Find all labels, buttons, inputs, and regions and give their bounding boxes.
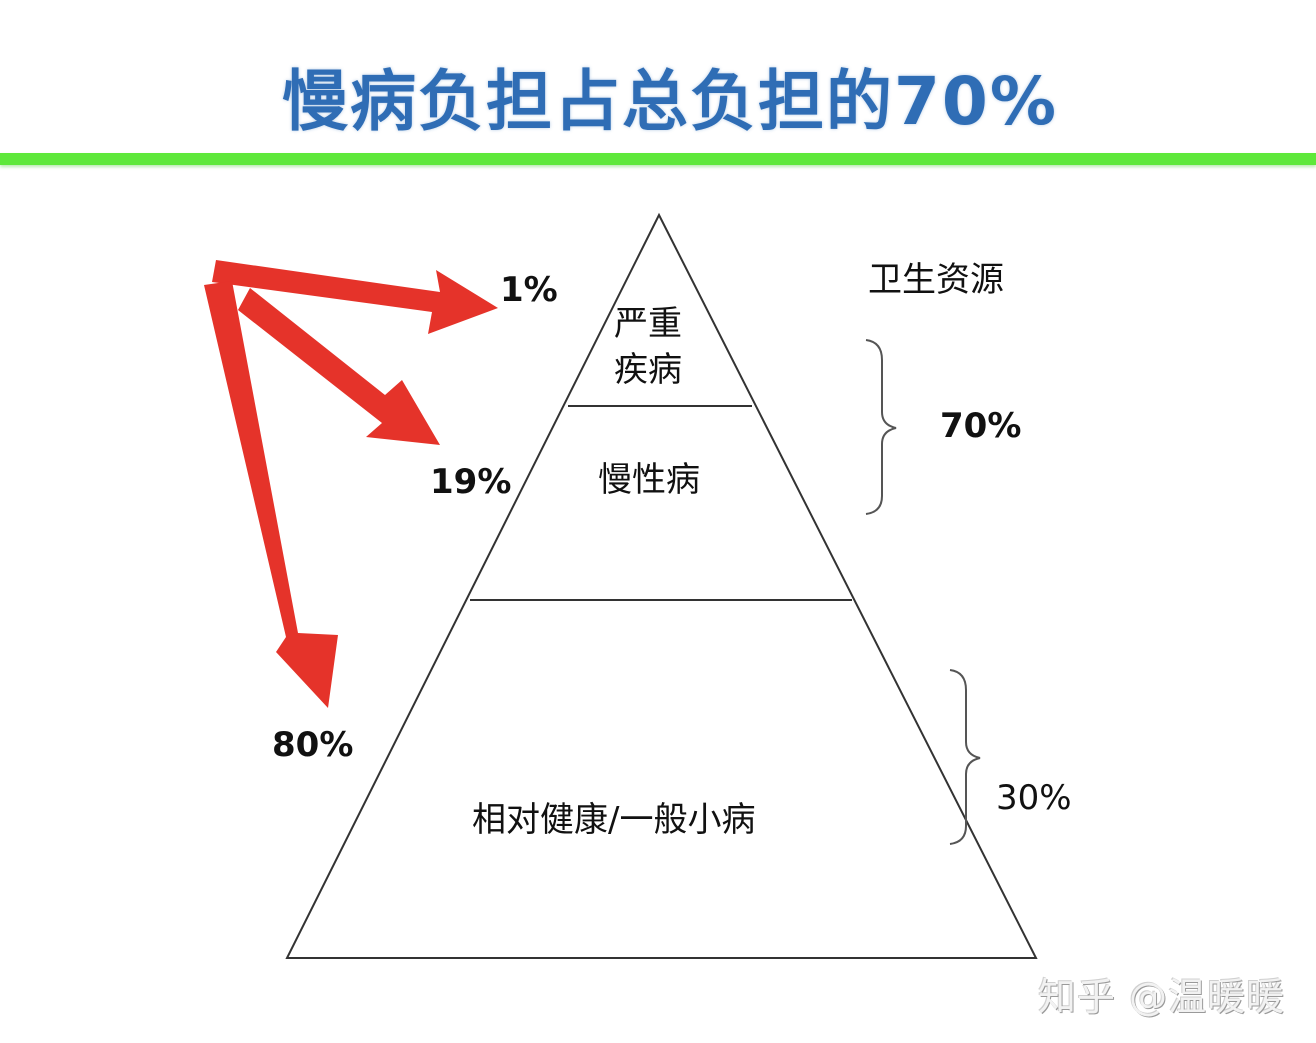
resources-heading: 卫生资源 xyxy=(868,260,1004,300)
share-chronic-label: 19% xyxy=(430,462,512,502)
pyramid-outline xyxy=(285,212,1038,959)
bracket-lower-icon xyxy=(949,669,981,845)
arrow-to-1pct-icon xyxy=(212,260,498,334)
page-title: 慢病负担占总负担的70% xyxy=(282,63,1058,140)
tier-chronic-label: 慢性病 xyxy=(598,460,700,500)
resources-upper-share: 70% xyxy=(940,406,1022,446)
tier-severe-line2: 疾病 xyxy=(614,350,682,390)
arrow-to-19pct-icon xyxy=(238,288,440,445)
watermark: 知乎 @温暖暖 xyxy=(1038,975,1286,1019)
share-healthy-label: 80% xyxy=(272,725,354,765)
resources-lower-share: 30% xyxy=(996,778,1072,818)
divider-bar xyxy=(0,153,1316,165)
bracket-upper-icon xyxy=(865,339,897,515)
tier-severe-line1: 严重 xyxy=(614,304,682,344)
share-severe-label: 1% xyxy=(500,270,558,310)
arrow-to-80pct-icon xyxy=(204,281,338,708)
tier-healthy-label: 相对健康/一般小病 xyxy=(472,800,756,840)
